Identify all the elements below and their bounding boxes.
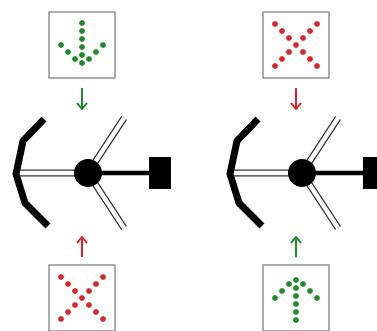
signal-dot xyxy=(293,42,299,48)
signal-dot xyxy=(286,49,292,55)
signal-dot xyxy=(79,28,85,34)
signal-dot xyxy=(65,49,71,55)
signal-dot xyxy=(272,21,278,27)
signal-dot xyxy=(293,285,299,291)
barrier-arc xyxy=(226,116,265,229)
signal-dot xyxy=(314,295,320,301)
signal-dot xyxy=(286,35,292,41)
signal-dot xyxy=(79,20,85,26)
arrow-head xyxy=(76,235,88,244)
signal-dot xyxy=(79,60,85,66)
signal-dot xyxy=(307,56,313,62)
signal-dot xyxy=(86,56,92,62)
signal-dot xyxy=(293,277,299,283)
signal-dot xyxy=(100,316,106,322)
signal-dot xyxy=(65,281,71,287)
signal-dot xyxy=(272,63,278,69)
signal-dot xyxy=(293,301,299,307)
signal-dot xyxy=(86,302,92,308)
green-up-arrow-icon xyxy=(290,235,302,257)
signal-dot xyxy=(93,49,99,55)
signal-dot xyxy=(279,28,285,34)
signal-dot xyxy=(72,288,78,294)
signal-dot xyxy=(300,35,306,41)
signal-dot xyxy=(58,42,64,48)
post-block xyxy=(363,157,377,189)
signal-dot xyxy=(100,42,106,48)
signal-dot xyxy=(286,281,292,287)
signal-dot xyxy=(58,274,64,280)
barrier-arc xyxy=(12,116,51,229)
arrow-head xyxy=(76,102,88,111)
signal-dot xyxy=(93,309,99,315)
signal-dot xyxy=(72,56,78,62)
arrow-head xyxy=(290,102,302,111)
turnstile-right xyxy=(226,116,377,230)
turnstile-left xyxy=(12,116,171,230)
signal-dot xyxy=(314,21,320,27)
red-down-arrow-icon xyxy=(290,88,302,111)
signal-dot xyxy=(293,293,299,299)
signal-dot xyxy=(65,309,71,315)
signal-dot xyxy=(300,49,306,55)
signal-dot xyxy=(79,52,85,58)
hub-circle xyxy=(288,159,316,187)
signal-dot xyxy=(300,281,306,287)
signal-dot xyxy=(307,28,313,34)
signal-dot xyxy=(293,317,299,323)
signal-dot xyxy=(79,295,85,301)
signal-dot xyxy=(93,281,99,287)
signal-dot xyxy=(279,288,285,294)
signal-dot xyxy=(307,288,313,294)
signal-dot xyxy=(293,309,299,315)
bottom-signal-green-arrow-up-icon xyxy=(262,264,330,331)
signal-dot xyxy=(314,63,320,69)
post-block xyxy=(149,157,171,189)
signal-dot xyxy=(72,302,78,308)
hub-circle xyxy=(74,159,102,187)
signal-dot xyxy=(79,44,85,50)
signal-dot xyxy=(100,274,106,280)
signal-dot xyxy=(58,316,64,322)
signal-dot xyxy=(79,36,85,42)
red-up-arrow-icon xyxy=(76,235,88,257)
signal-dot xyxy=(272,295,278,301)
signal-dot xyxy=(86,288,92,294)
signal-dot xyxy=(279,56,285,62)
bottom-signal-red-x-icon xyxy=(48,264,116,331)
green-down-arrow-icon xyxy=(76,88,88,111)
top-signal-green-arrow-down-icon xyxy=(48,11,116,79)
arrow-head xyxy=(290,235,302,244)
top-signal-red-x-icon xyxy=(262,11,330,79)
